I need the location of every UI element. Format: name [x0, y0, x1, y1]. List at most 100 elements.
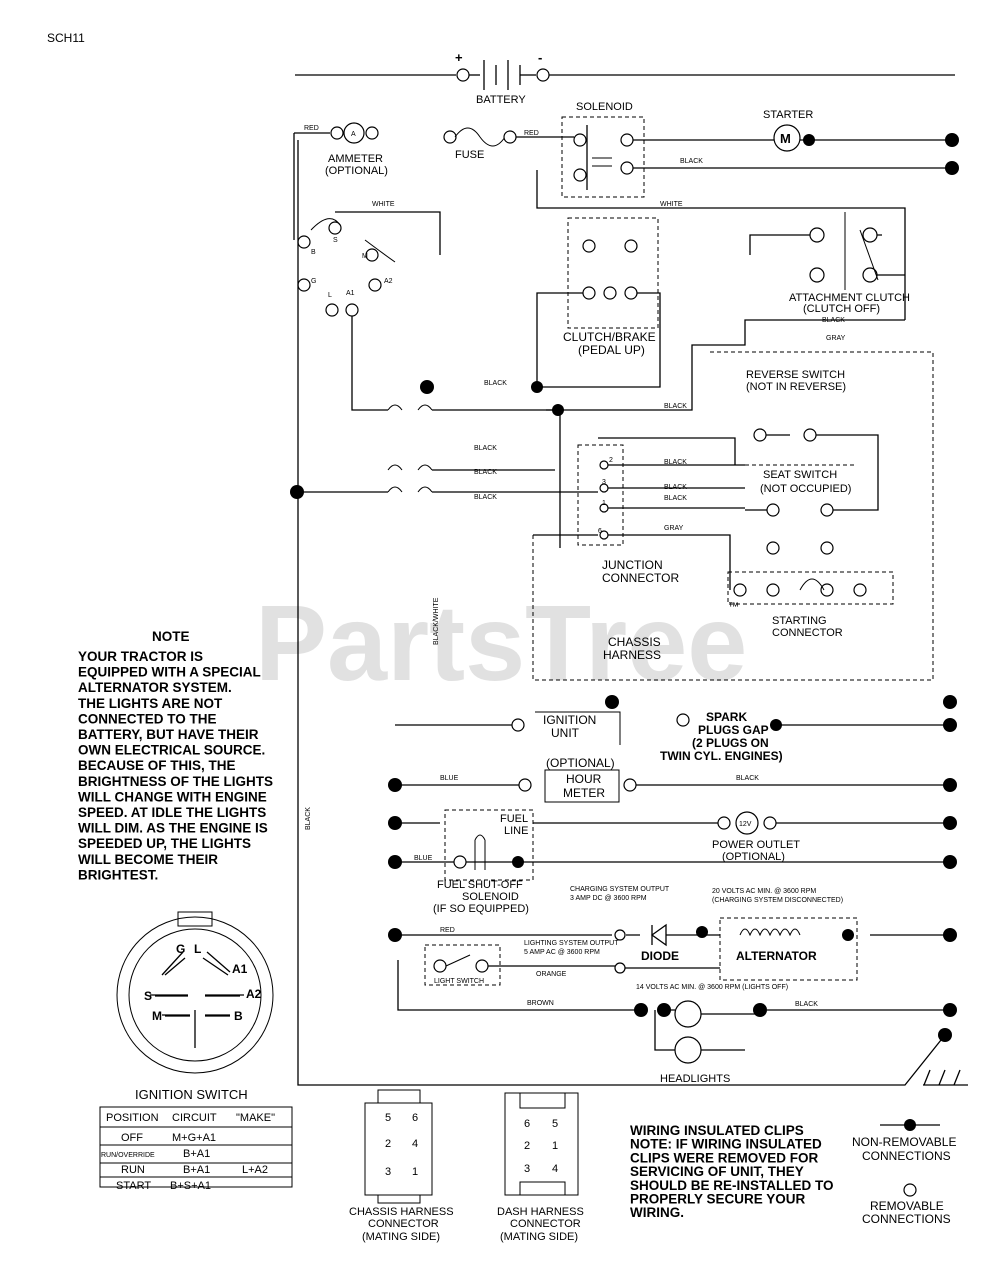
chassis-harness: CHASSIS HARNESS — [532, 351, 934, 681]
spark-line1: SPARK — [706, 710, 747, 724]
table-r1-pos: RUN/OVERRIDE — [101, 1152, 155, 1159]
spark-line2: PLUGS GAP — [698, 723, 769, 737]
note-title: NOTE — [152, 629, 190, 644]
connection-dot-ign — [605, 695, 619, 709]
junction-pin-6: 6 — [598, 528, 602, 535]
dash-conn-line1: DASH HARNESS — [497, 1206, 584, 1218]
note-line: WILL DIM. AS THE ENGINE IS — [78, 821, 268, 836]
ignition-switch-title: IGNITION SWITCH — [135, 1087, 248, 1102]
wire-black-headlights: BLACK — [795, 1001, 818, 1008]
note-line: THE LIGHTS ARE NOT — [78, 696, 223, 711]
starting-connector-label-1: STARTING — [772, 615, 827, 627]
lighting-output-1: LIGHTING SYSTEM OUTPUT — [524, 940, 619, 947]
power-outlet-sub: (OPTIONAL) — [722, 851, 785, 863]
ignition-unit-line1: IGNITION — [543, 713, 596, 727]
junction-pin-3: 3 — [602, 479, 606, 486]
connection-dot-left — [290, 485, 304, 499]
ign-L: L — [328, 292, 332, 299]
watermark: PartsTree — [255, 582, 747, 703]
chassis-pin-6: 6 — [412, 1112, 418, 1124]
ign-A2: A2 — [384, 278, 393, 285]
fuel-shutoff-solenoid: FUEL LINE BLUE FUEL SHUT-OFF SOLENOID (I… — [395, 809, 955, 915]
clips-note-line: WIRING INSULATED CLIPS — [630, 1123, 804, 1138]
wire-black-hm: BLACK — [736, 775, 759, 782]
battery-minus: - — [538, 50, 542, 65]
ground-terminal-7 — [943, 1003, 957, 1017]
harness-connector-pairs: BLACK BLACK BLACK — [387, 404, 598, 548]
wire-brown: BROWN — [527, 1000, 554, 1007]
spark-line4: TWIN CYL. ENGINES) — [660, 749, 783, 763]
legend-nonremovable-1: NON-REMOVABLE — [852, 1135, 956, 1149]
power-outlet: 12V POWER OUTLET (OPTIONAL) — [712, 811, 955, 863]
terminal-left-2 — [388, 816, 402, 830]
wire-black-clutch: BLACK — [484, 380, 507, 387]
face-S: S — [144, 989, 152, 1003]
wire-black-h2: BLACK — [474, 469, 497, 476]
legend: NON-REMOVABLE CONNECTIONS REMOVABLE CONN… — [852, 1119, 956, 1226]
volts-disc-2: (CHARGING SYSTEM DISCONNECTED) — [712, 897, 843, 904]
wire-black-left: BLACK — [305, 807, 312, 830]
wire-black-solenoid: BLACK — [680, 158, 703, 165]
ign-A1: A1 — [346, 290, 355, 297]
fuel-solenoid-3: (IF SO EQUIPPED) — [433, 903, 529, 915]
solenoid-label: SOLENOID — [576, 101, 633, 113]
wire-gray-junction: GRAY — [664, 525, 684, 532]
wire-orange: ORANGE — [536, 971, 567, 978]
solenoid: SOLENOID — [561, 101, 955, 198]
watermark-trademark: ™ — [728, 601, 739, 613]
ground-terminal-5 — [943, 855, 957, 869]
note-line: OWN ELECTRICAL SOURCE. — [78, 743, 265, 758]
reverse-switch-label: REVERSE SWITCH — [746, 369, 845, 381]
power-outlet-label: POWER OUTLET — [712, 839, 800, 851]
wire-red-solenoid: RED — [524, 130, 539, 137]
spark-plugs: SPARK PLUGS GAP (2 PLUGS ON TWIN CYL. EN… — [660, 710, 955, 763]
dash-pin-3: 3 — [524, 1163, 530, 1175]
charging-output-1: CHARGING SYSTEM OUTPUT — [570, 886, 670, 893]
clips-note-line: NOTE: IF WIRING INSULATED — [630, 1137, 822, 1152]
fuel-solenoid-1: FUEL SHUT-OFF — [437, 879, 523, 891]
dash-harness-connector: 6 5 2 1 3 4 DASH HARNESS CONNECTOR (MATI… — [497, 1092, 584, 1243]
fuel-line-1: FUEL — [500, 813, 528, 825]
wire-white-label: WHITE — [660, 201, 683, 208]
dash-conn-line2: CONNECTOR — [510, 1218, 581, 1230]
chassis-harness-line2: HARNESS — [603, 648, 661, 662]
fuse: FUSE RED — [443, 127, 574, 161]
junction-pin-1: 1 — [602, 500, 606, 507]
junction-label-1: JUNCTION — [602, 558, 663, 572]
wire-red-charging: RED — [440, 927, 455, 934]
starter-symbol: M — [780, 131, 791, 146]
starting-connector: STARTING CONNECTOR — [727, 571, 894, 639]
chassis-harness-line1: CHASSIS — [608, 635, 661, 649]
ammeter-label: AMMETER — [328, 153, 383, 165]
clips-note-line: WIRING. — [630, 1205, 684, 1220]
chassis-pin-2: 2 — [385, 1138, 391, 1150]
face-A1: A1 — [232, 962, 248, 976]
fuel-line-2: LINE — [504, 825, 528, 837]
legend-removable-2: CONNECTIONS — [862, 1212, 951, 1226]
diode-label: DIODE — [641, 949, 679, 963]
clips-note-line: SERVICING OF UNIT, THEY — [630, 1164, 804, 1179]
ground-terminal-2 — [943, 718, 957, 732]
table-r1-circ: B+A1 — [183, 1148, 210, 1160]
ign-B: B — [311, 249, 316, 256]
ign-S: S — [333, 237, 338, 244]
face-A2: A2 — [246, 987, 262, 1001]
ground-terminal-solenoid — [945, 161, 959, 175]
seat-switch-sub: (NOT OCCUPIED) — [760, 483, 851, 495]
junction-pin-2: 2 — [609, 457, 613, 464]
wire-frame-ground — [297, 140, 946, 1086]
ground-symbol — [923, 1069, 968, 1086]
wire-black-reverse: BLACK — [664, 403, 687, 410]
battery-plus: + — [455, 50, 463, 65]
table-r0-pos: OFF — [121, 1132, 143, 1144]
terminal-left-4 — [388, 928, 402, 942]
note-line: EQUIPPED WITH A SPECIAL — [78, 665, 261, 680]
wire-gray-top: GRAY — [826, 335, 846, 342]
ground-terminal-1 — [943, 695, 957, 709]
note-line: BECAUSE OF THIS, THE — [78, 758, 236, 773]
wire-black-j3: BLACK — [664, 495, 687, 502]
terminal-left-1 — [388, 778, 402, 792]
note-line: SPEEDED UP, THE LIGHTS — [78, 836, 251, 851]
